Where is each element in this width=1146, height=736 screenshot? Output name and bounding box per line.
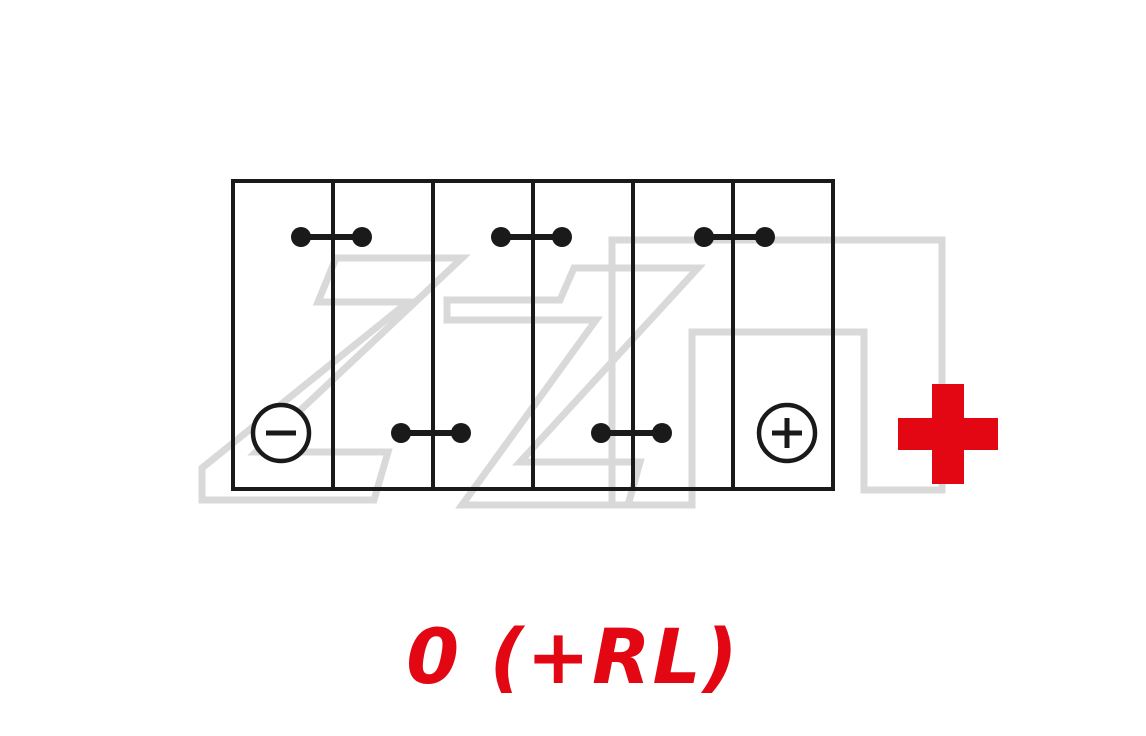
connector-dot	[694, 227, 714, 247]
cell-connector-top-3	[694, 227, 775, 247]
watermark-glyph-left	[198, 254, 471, 504]
connector-dot	[391, 423, 411, 443]
connector-dot	[491, 227, 511, 247]
cell-connector-top-1	[291, 227, 372, 247]
cell-connector-bottom-1	[391, 423, 471, 443]
cell-connector-top-2	[491, 227, 572, 247]
terminal-layout-label: 0 (+RL)	[406, 612, 740, 701]
negative-terminal-icon	[250, 402, 312, 464]
connector-dot	[451, 423, 471, 443]
positive-side-marker-icon	[898, 384, 998, 484]
battery-body	[231, 179, 835, 491]
connector-dot	[291, 227, 311, 247]
connector-dot	[755, 227, 775, 247]
cell-connector-bottom-2	[591, 423, 672, 443]
connector-dot	[552, 227, 572, 247]
watermark-glyph-right	[608, 236, 946, 509]
connector-dot	[352, 227, 372, 247]
positive-terminal-icon	[756, 402, 818, 464]
connector-dot	[591, 423, 611, 443]
connector-dot	[652, 423, 672, 443]
watermark-glyph-middle	[443, 264, 706, 509]
